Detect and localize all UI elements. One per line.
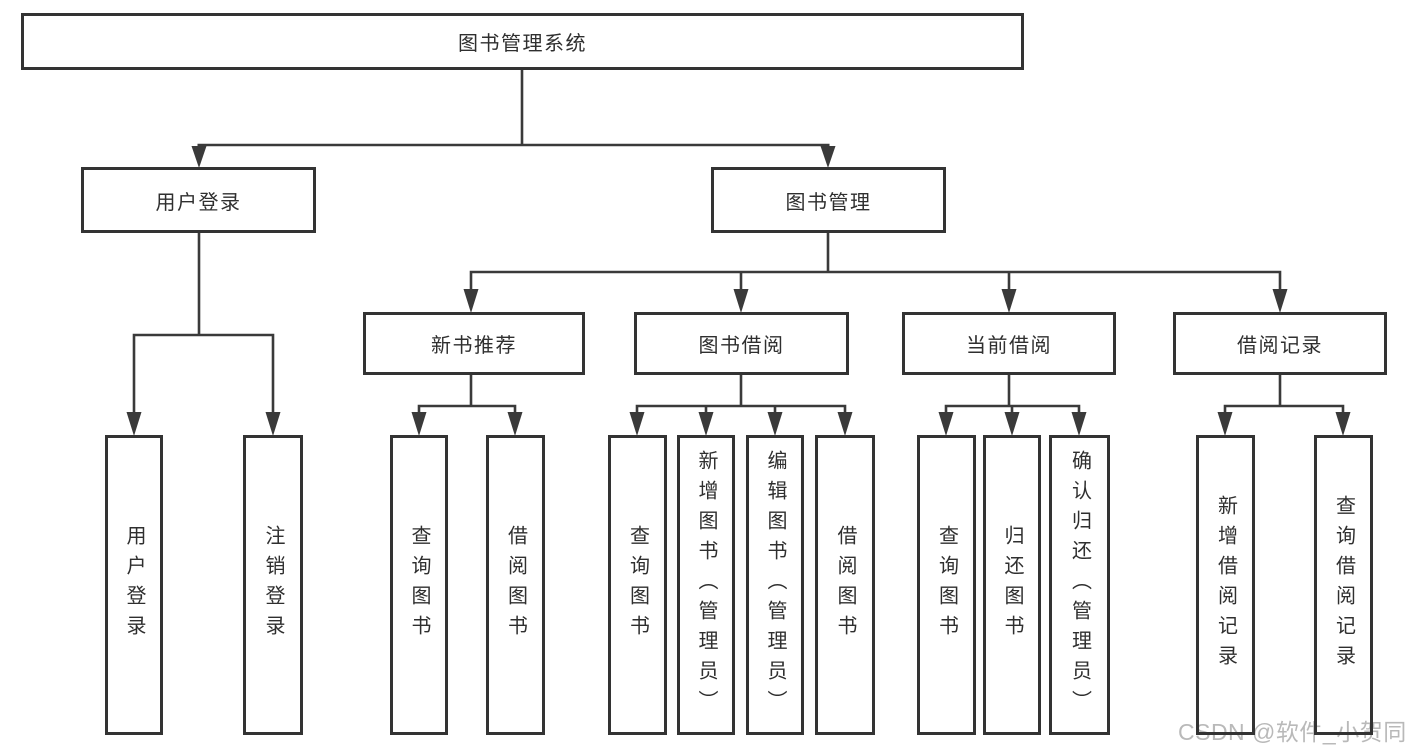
leaf-newbook-query-books: 查询图书 (390, 435, 448, 735)
node-new-book-recommend-label: 新书推荐 (431, 335, 517, 357)
connector-records (1223, 375, 1345, 414)
leaf-borrow-edit-books-admin-label: 编辑图书（管理员） (764, 450, 786, 720)
connector-book-mgmt (469, 233, 1282, 291)
leaf-user-login: 用户登录 (105, 435, 163, 735)
node-current-borrow-label: 当前借阅 (966, 335, 1052, 357)
leaf-records-query-record: 查询借阅记录 (1314, 435, 1373, 735)
leaf-user-login-label: 用户登录 (123, 525, 145, 645)
node-new-book-recommend: 新书推荐 (363, 312, 585, 375)
node-root: 图书管理系统 (21, 13, 1024, 70)
node-borrow-records-label: 借阅记录 (1237, 335, 1323, 357)
leaf-records-add-record: 新增借阅记录 (1196, 435, 1255, 735)
node-user-login-label: 用户登录 (155, 191, 242, 214)
leaf-current-return-books-label: 归还图书 (1001, 525, 1023, 645)
node-user-login: 用户登录 (81, 167, 316, 233)
connector-borrow (635, 375, 847, 414)
leaf-current-query-books: 查询图书 (917, 435, 976, 735)
connector-new-book (417, 375, 517, 414)
leaf-logout: 注销登录 (243, 435, 303, 735)
leaf-borrow-edit-books-admin: 编辑图书（管理员） (746, 435, 804, 735)
leaf-borrow-borrow-books-label: 借阅图书 (834, 525, 856, 645)
leaf-current-query-books-label: 查询图书 (935, 525, 958, 645)
leaf-records-add-record-label: 新增借阅记录 (1214, 495, 1237, 675)
leaf-logout-label: 注销登录 (262, 525, 284, 645)
leaf-newbook-query-books-label: 查询图书 (408, 525, 430, 645)
leaf-records-query-record-label: 查询借阅记录 (1332, 495, 1355, 675)
leaf-borrow-add-books-admin-label: 新增图书（管理员） (695, 450, 717, 720)
node-book-management: 图书管理 (711, 167, 946, 233)
leaf-borrow-query-books-label: 查询图书 (626, 525, 649, 645)
connector-current (944, 375, 1081, 414)
csdn-watermark: CSDN @软件_小贺同学 (1178, 719, 1405, 745)
leaf-current-confirm-return-admin: 确认归还（管理员） (1049, 435, 1110, 735)
leaf-newbook-borrow-books-label: 借阅图书 (504, 525, 527, 645)
leaf-current-return-books: 归还图书 (983, 435, 1041, 735)
leaf-current-confirm-return-admin-label: 确认归还（管理员） (1068, 450, 1091, 720)
leaf-borrow-borrow-books: 借阅图书 (815, 435, 875, 735)
leaf-borrow-query-books: 查询图书 (608, 435, 667, 735)
connector-root (197, 70, 830, 147)
leaf-newbook-borrow-books: 借阅图书 (486, 435, 545, 735)
node-book-management-label: 图书管理 (785, 191, 872, 214)
node-book-borrow: 图书借阅 (634, 312, 849, 375)
connector-user-login (132, 233, 275, 414)
node-current-borrow: 当前借阅 (902, 312, 1116, 375)
node-borrow-records: 借阅记录 (1173, 312, 1387, 375)
leaf-borrow-add-books-admin: 新增图书（管理员） (677, 435, 735, 735)
node-book-borrow-label: 图书借阅 (698, 335, 785, 357)
node-root-label: 图书管理系统 (458, 33, 587, 55)
